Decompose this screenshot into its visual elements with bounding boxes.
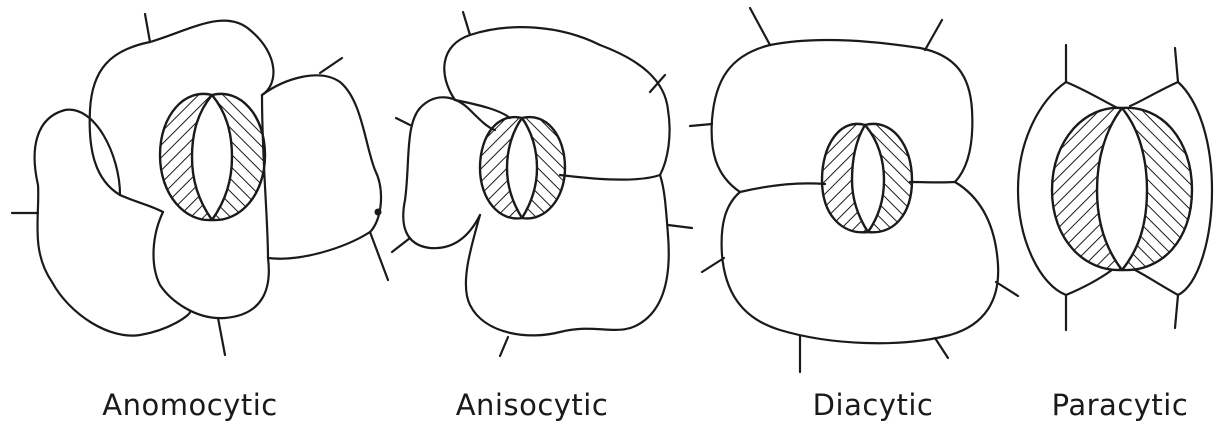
anomocytic-subsidiary-cells [12, 14, 388, 355]
diacytic-wall-stub [750, 8, 770, 45]
anisocytic-guard-cells [480, 117, 565, 218]
paracytic-caption: Paracytic [1052, 388, 1189, 422]
anisocytic-wall-stub [463, 12, 470, 35]
anisocytic-cell-wall-2 [560, 175, 660, 180]
anisocytic-caption: Anisocytic [456, 388, 609, 422]
anomocytic-wall-junction-dot [375, 209, 382, 216]
paracytic-cell-right-inner-2 [1135, 270, 1178, 295]
diacytic-wall-stub [702, 258, 724, 272]
anomocytic-guard-cells [160, 94, 265, 220]
diacytic-guard-cell-right [865, 124, 912, 232]
paracytic-cell-left-inner [1066, 82, 1118, 108]
diacytic-wall-stub [690, 124, 712, 126]
paracytic-guard-cell-right [1122, 108, 1192, 270]
anomocytic-wall-stub [320, 58, 342, 73]
diacytic-wall-stub [935, 338, 948, 358]
anomocytic-wall-stub [370, 232, 388, 280]
diacytic-guard-cells [822, 124, 912, 232]
paracytic-guard-cell-left [1052, 108, 1122, 270]
anisocytic-cell-wall [455, 100, 510, 118]
anomocytic-stoma-diagram [12, 14, 388, 355]
anisocytic-wall-stub [668, 225, 692, 228]
anomocytic-cell-wall [120, 195, 163, 212]
diacytic-stoma-diagram [690, 8, 1018, 372]
diacytic-cell-wall [740, 183, 825, 192]
anomocytic-cell-right [262, 75, 381, 258]
paracytic-stoma-diagram [1018, 45, 1212, 330]
diacytic-cell-bottom [722, 182, 999, 343]
paracytic-guard-cells [1052, 108, 1192, 270]
anisocytic-stoma-diagram [392, 12, 692, 356]
diacytic-guard-cell-left [822, 124, 868, 232]
paracytic-cell-right-inner [1130, 82, 1178, 106]
paracytic-wall-stub [1175, 295, 1178, 328]
paracytic-cell-left-inner-2 [1066, 270, 1112, 295]
anomocytic-wall-stub [145, 14, 150, 42]
anomocytic-guard-cell-right [212, 94, 265, 220]
anomocytic-guard-cell-left [160, 94, 212, 220]
anisocytic-wall-stub [392, 238, 410, 252]
diacytic-wall-stub [996, 282, 1018, 296]
anomocytic-caption: Anomocytic [102, 388, 277, 422]
anomocytic-cell-bottom [154, 212, 269, 318]
paracytic-wall-stub [1175, 48, 1178, 82]
anisocytic-wall-stub [396, 118, 410, 125]
diacytic-wall-stub [925, 20, 942, 50]
diacytic-subsidiary-cells [690, 8, 1018, 372]
anisocytic-guard-cell-left [480, 117, 522, 218]
anomocytic-wall-stub [218, 318, 225, 355]
anisocytic-guard-cell-right [522, 117, 565, 218]
anisocytic-wall-stub [500, 337, 508, 356]
diacytic-caption: Diacytic [813, 388, 934, 422]
